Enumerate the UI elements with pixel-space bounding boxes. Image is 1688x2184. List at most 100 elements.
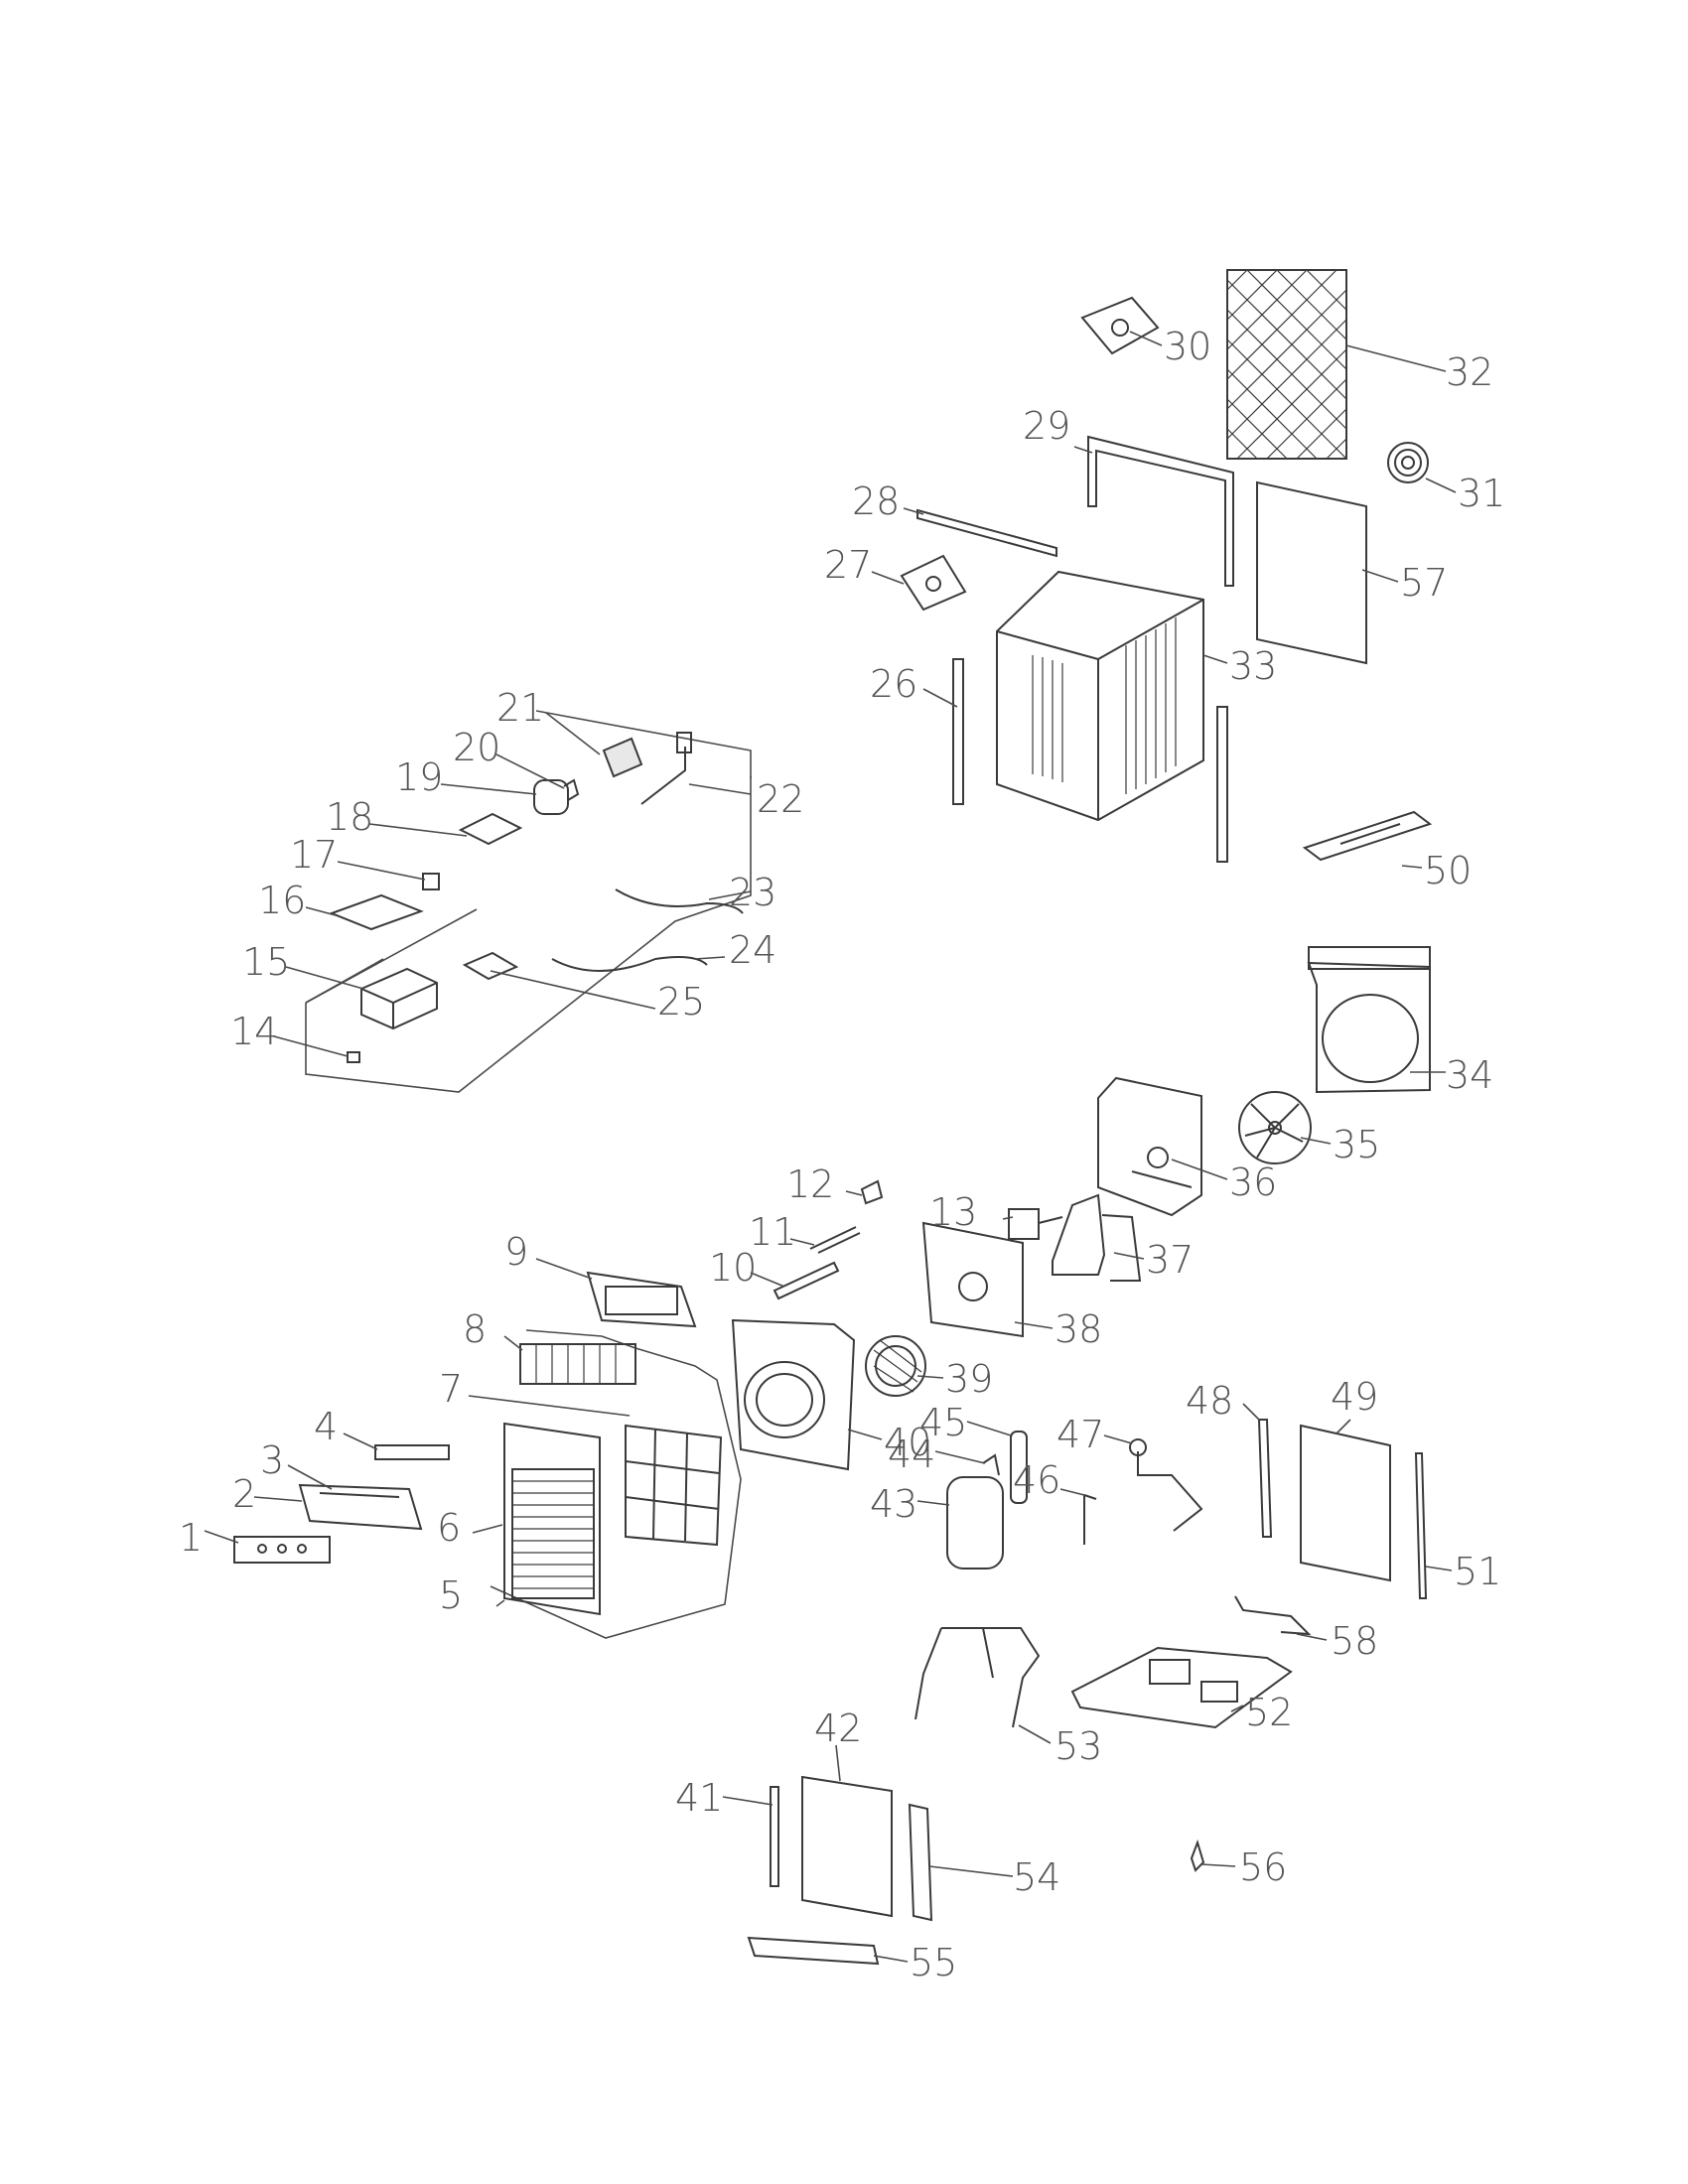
- part-16-cover: [329, 893, 424, 931]
- label-32: 32: [1446, 350, 1493, 394]
- part-22-power-cord: [640, 732, 692, 805]
- part-47-tube: [1129, 1438, 1203, 1532]
- part-11-wires: [809, 1226, 861, 1254]
- part-41-strip: [770, 1786, 779, 1887]
- part-52-base-pan: [1070, 1646, 1293, 1729]
- label-35: 35: [1333, 1123, 1380, 1166]
- part-37-motor-mount: [1052, 1193, 1142, 1282]
- part-55-drain-tray: [747, 1936, 880, 1966]
- part-36-bracket: [1097, 1076, 1202, 1217]
- part-29-frame: [1087, 435, 1234, 587]
- part-1-control-board: [233, 1536, 331, 1564]
- label-37: 37: [1146, 1238, 1194, 1282]
- part-17-relay: [422, 873, 440, 890]
- part-39-blower-wheel: [865, 1335, 926, 1397]
- part-26-strip: [952, 658, 964, 805]
- part-46-tube: [1083, 1494, 1097, 1545]
- label-47: 47: [1056, 1413, 1104, 1456]
- part-10-bracket: [773, 1261, 840, 1300]
- label-12: 12: [786, 1162, 834, 1206]
- label-39: 39: [945, 1357, 993, 1401]
- label-19: 19: [395, 755, 443, 799]
- part-24-wire: [551, 956, 708, 972]
- label-6: 6: [437, 1506, 461, 1550]
- label-15: 15: [242, 940, 290, 984]
- label-21: 21: [496, 686, 544, 730]
- part-57-panel: [1256, 480, 1367, 665]
- label-40: 40: [884, 1421, 931, 1464]
- label-9: 9: [504, 1230, 528, 1274]
- part-filter: [625, 1424, 723, 1547]
- label-20: 20: [453, 726, 500, 769]
- part-23-wire: [615, 888, 744, 914]
- part-44-tube: [982, 1453, 1000, 1476]
- part-48-strip: [1257, 1419, 1273, 1538]
- label-23: 23: [729, 871, 776, 914]
- part-7-front-panel: [503, 1422, 601, 1616]
- label-58: 58: [1331, 1619, 1378, 1663]
- part-38-plate: [921, 1221, 1024, 1338]
- part-number-labels: 1 2 3 4 5 6 7 8 9 10 11 12 13 14 15 16 1…: [179, 325, 1505, 1984]
- part-54-strip: [908, 1803, 933, 1922]
- label-26: 26: [870, 662, 917, 706]
- label-4: 4: [314, 1405, 338, 1448]
- label-11: 11: [749, 1210, 796, 1254]
- label-1: 1: [179, 1516, 203, 1560]
- part-20-clip: [563, 778, 580, 801]
- label-56: 56: [1239, 1845, 1287, 1889]
- part-45-accumulator: [1010, 1431, 1028, 1504]
- label-53: 53: [1055, 1724, 1102, 1768]
- label-41: 41: [675, 1776, 723, 1820]
- part-side-strip: [1216, 706, 1228, 863]
- label-27: 27: [824, 543, 872, 587]
- part-40-scroll-housing: [731, 1318, 856, 1471]
- label-10: 10: [709, 1246, 757, 1290]
- part-25-pcb: [462, 951, 519, 981]
- part-43-compressor: [946, 1476, 1004, 1570]
- label-18: 18: [326, 795, 373, 839]
- part-14-clip: [347, 1051, 360, 1063]
- part-19-capacitor: [533, 779, 569, 815]
- label-42: 42: [814, 1706, 862, 1750]
- part-12-clip: [860, 1179, 884, 1205]
- label-43: 43: [870, 1482, 917, 1526]
- label-50: 50: [1424, 849, 1472, 892]
- label-51: 51: [1454, 1550, 1501, 1593]
- part-49-condenser-coil: [1300, 1424, 1391, 1582]
- part-32-mesh-grille: [1226, 269, 1347, 460]
- part-9-housing: [586, 1271, 697, 1328]
- label-44: 44: [888, 1433, 935, 1476]
- part-35-fan-blade: [1238, 1091, 1312, 1164]
- label-49: 49: [1331, 1375, 1378, 1419]
- part-28-bar: [916, 508, 1057, 558]
- label-33: 33: [1229, 644, 1277, 688]
- label-30: 30: [1164, 325, 1211, 368]
- label-24: 24: [729, 928, 776, 972]
- label-5: 5: [439, 1573, 463, 1617]
- front-group-outline: [490, 1329, 742, 1639]
- part-8-louver: [519, 1343, 636, 1385]
- part-2-control-panel: [298, 1483, 423, 1531]
- part-18-board: [458, 812, 523, 846]
- label-31: 31: [1458, 472, 1505, 515]
- label-46: 46: [1013, 1458, 1060, 1502]
- part-27-fitting: [900, 554, 967, 612]
- label-3: 3: [260, 1438, 284, 1482]
- label-16: 16: [258, 879, 306, 922]
- electrical-group-outline: [305, 710, 752, 1093]
- label-2: 2: [232, 1472, 256, 1516]
- part-21-remote: [602, 737, 643, 778]
- label-57: 57: [1400, 561, 1448, 605]
- label-45: 45: [919, 1401, 967, 1444]
- label-14: 14: [230, 1010, 278, 1053]
- leader-lines: [204, 331, 1457, 1963]
- label-25: 25: [657, 980, 705, 1024]
- label-22: 22: [757, 777, 804, 821]
- label-38: 38: [1055, 1307, 1102, 1351]
- part-51-strip: [1414, 1452, 1428, 1599]
- label-13: 13: [929, 1190, 977, 1234]
- label-54: 54: [1013, 1855, 1060, 1899]
- label-48: 48: [1186, 1379, 1233, 1423]
- label-29: 29: [1023, 404, 1070, 448]
